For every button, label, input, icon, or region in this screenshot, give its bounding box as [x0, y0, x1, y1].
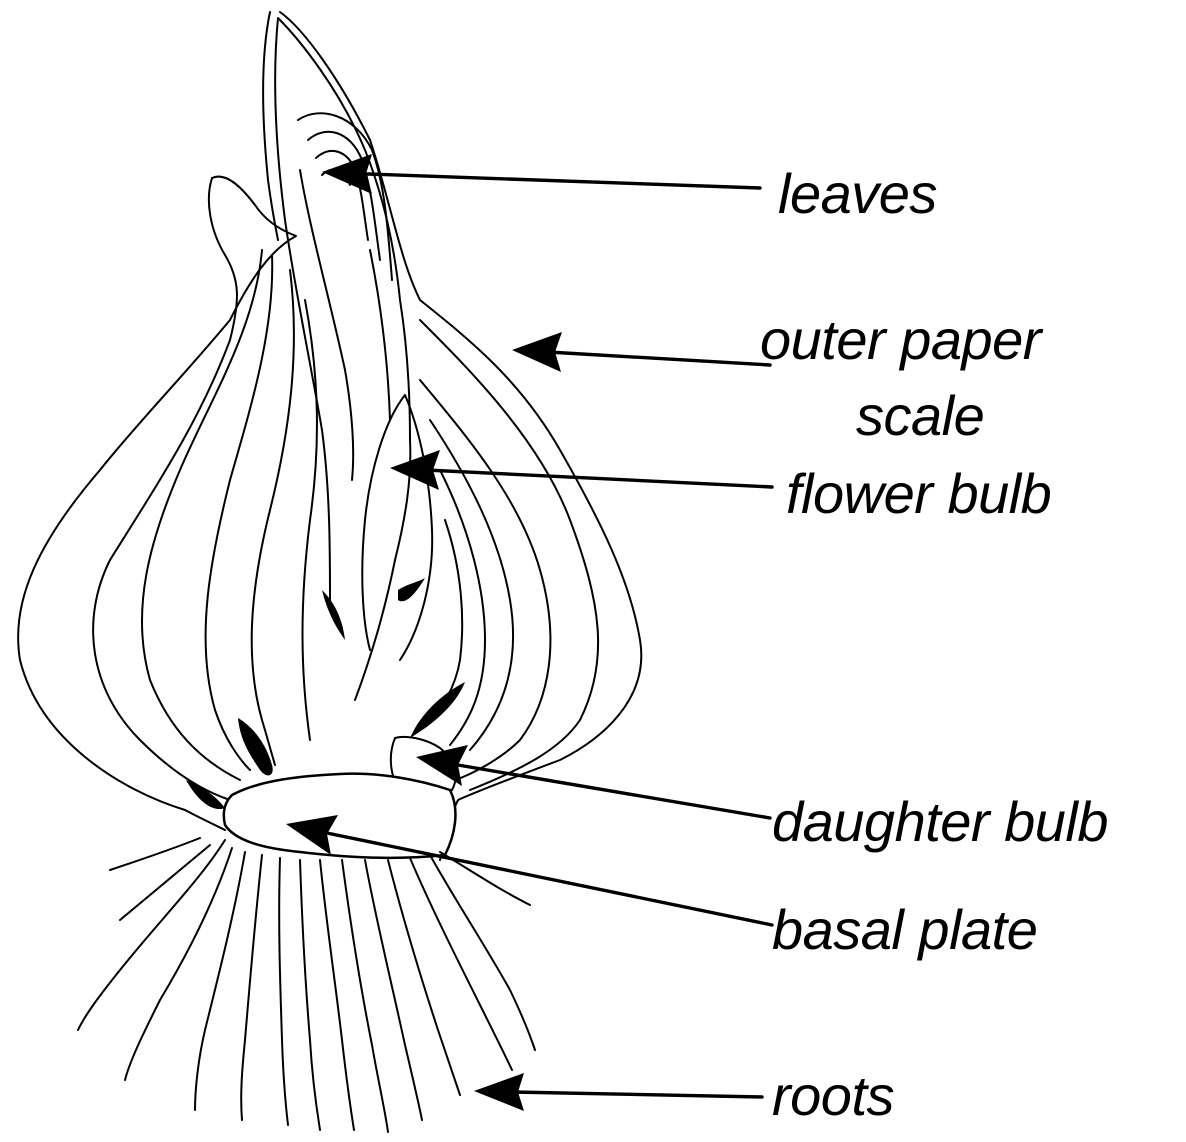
roots [78, 838, 535, 1132]
label-basal-plate: basal plate [772, 902, 1037, 958]
bulb-scale-left-4 [206, 255, 273, 770]
arrow-leaves [322, 154, 760, 194]
label-leaves: leaves [778, 166, 937, 222]
leaf-vein-2 [370, 250, 390, 420]
bulb-scale-left-2 [93, 178, 237, 800]
bulb-scale-left-5 [252, 270, 294, 765]
dark-spot-left-2 [186, 780, 225, 809]
label-outer-paper-scale-line1: outer paper [760, 312, 1041, 368]
leaf-ring-2 [308, 132, 380, 260]
label-daughter-bulb: daughter bulb [772, 794, 1108, 850]
label-outer-paper-scale-line2: scale [856, 388, 984, 444]
inner-flower-bulb [362, 395, 432, 660]
leaf-ring-1 [298, 113, 392, 280]
dark-spot-right-2 [398, 578, 425, 601]
dark-spot-center [322, 590, 345, 640]
dark-spot-left-1 [238, 718, 273, 775]
arrow-roots [474, 1073, 762, 1111]
bulb-scale-right-1 [420, 320, 598, 790]
label-flower-bulb: flower bulb [786, 466, 1051, 522]
bulb-scale-right-2 [420, 380, 550, 780]
label-roots: roots [772, 1068, 894, 1124]
basal-plate [224, 774, 456, 858]
arrow-outer-paper-scale [512, 332, 770, 372]
arrow-daughter-bulb [416, 745, 770, 818]
leaf-vein-1 [300, 170, 353, 480]
outer-paper-scale [263, 12, 641, 860]
bulb-scale-left-3 [142, 250, 262, 780]
dark-spot-right-1 [410, 682, 465, 738]
